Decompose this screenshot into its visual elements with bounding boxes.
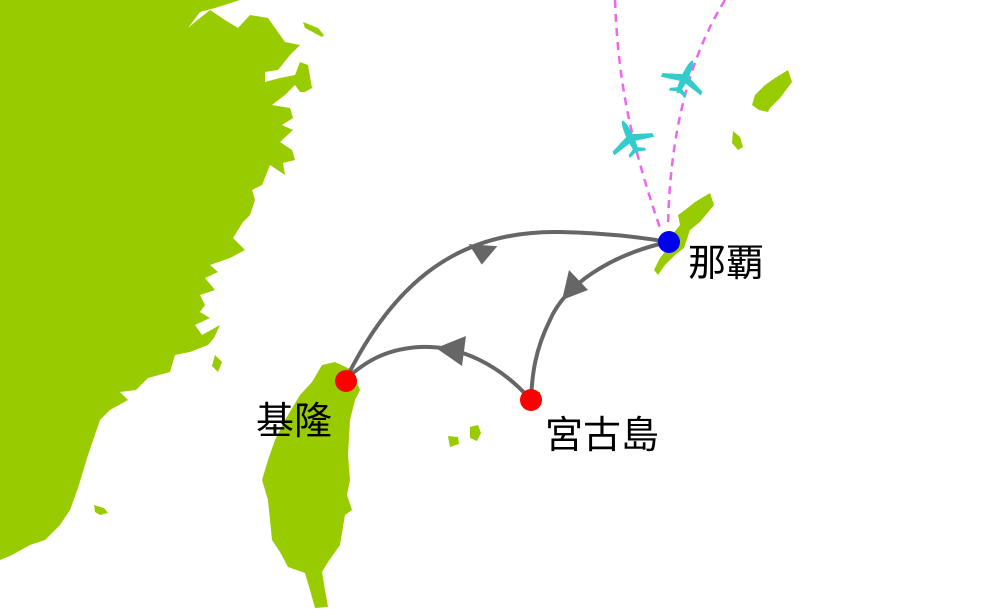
label-miyakojima: 宮古島 — [545, 413, 660, 457]
taiwan-landmass — [262, 362, 360, 608]
yaeyama-island — [470, 425, 481, 441]
route-naha-miyakojima-arrow — [562, 270, 588, 300]
coastal-island — [212, 355, 222, 372]
label-keelung: 基隆 — [256, 399, 333, 443]
coastal-island — [303, 22, 324, 37]
label-naha: 那覇 — [688, 241, 765, 285]
marker-keelung[interactable] — [335, 370, 357, 392]
yaeyama-island — [448, 436, 459, 447]
coastal-island — [94, 505, 108, 515]
tokunoshima-island — [732, 131, 743, 150]
route-keelung-naha — [344, 229, 669, 380]
flight-path — [666, 0, 727, 229]
route-miyakojima-keelung — [344, 344, 533, 402]
okinawa-island — [654, 193, 714, 275]
route-miyakojima-keelung-arrow — [436, 336, 466, 366]
flight-path — [613, 0, 662, 229]
marker-naha[interactable] — [658, 231, 680, 253]
marker-miyakojima[interactable] — [520, 389, 542, 411]
amami-island — [752, 70, 792, 112]
route-naha-miyakojima — [529, 240, 669, 401]
airplane-icon — [612, 120, 655, 159]
mainland-landmass — [0, 0, 312, 560]
route-keelung-naha-arrow — [468, 244, 498, 265]
airplane-icon — [660, 60, 703, 99]
